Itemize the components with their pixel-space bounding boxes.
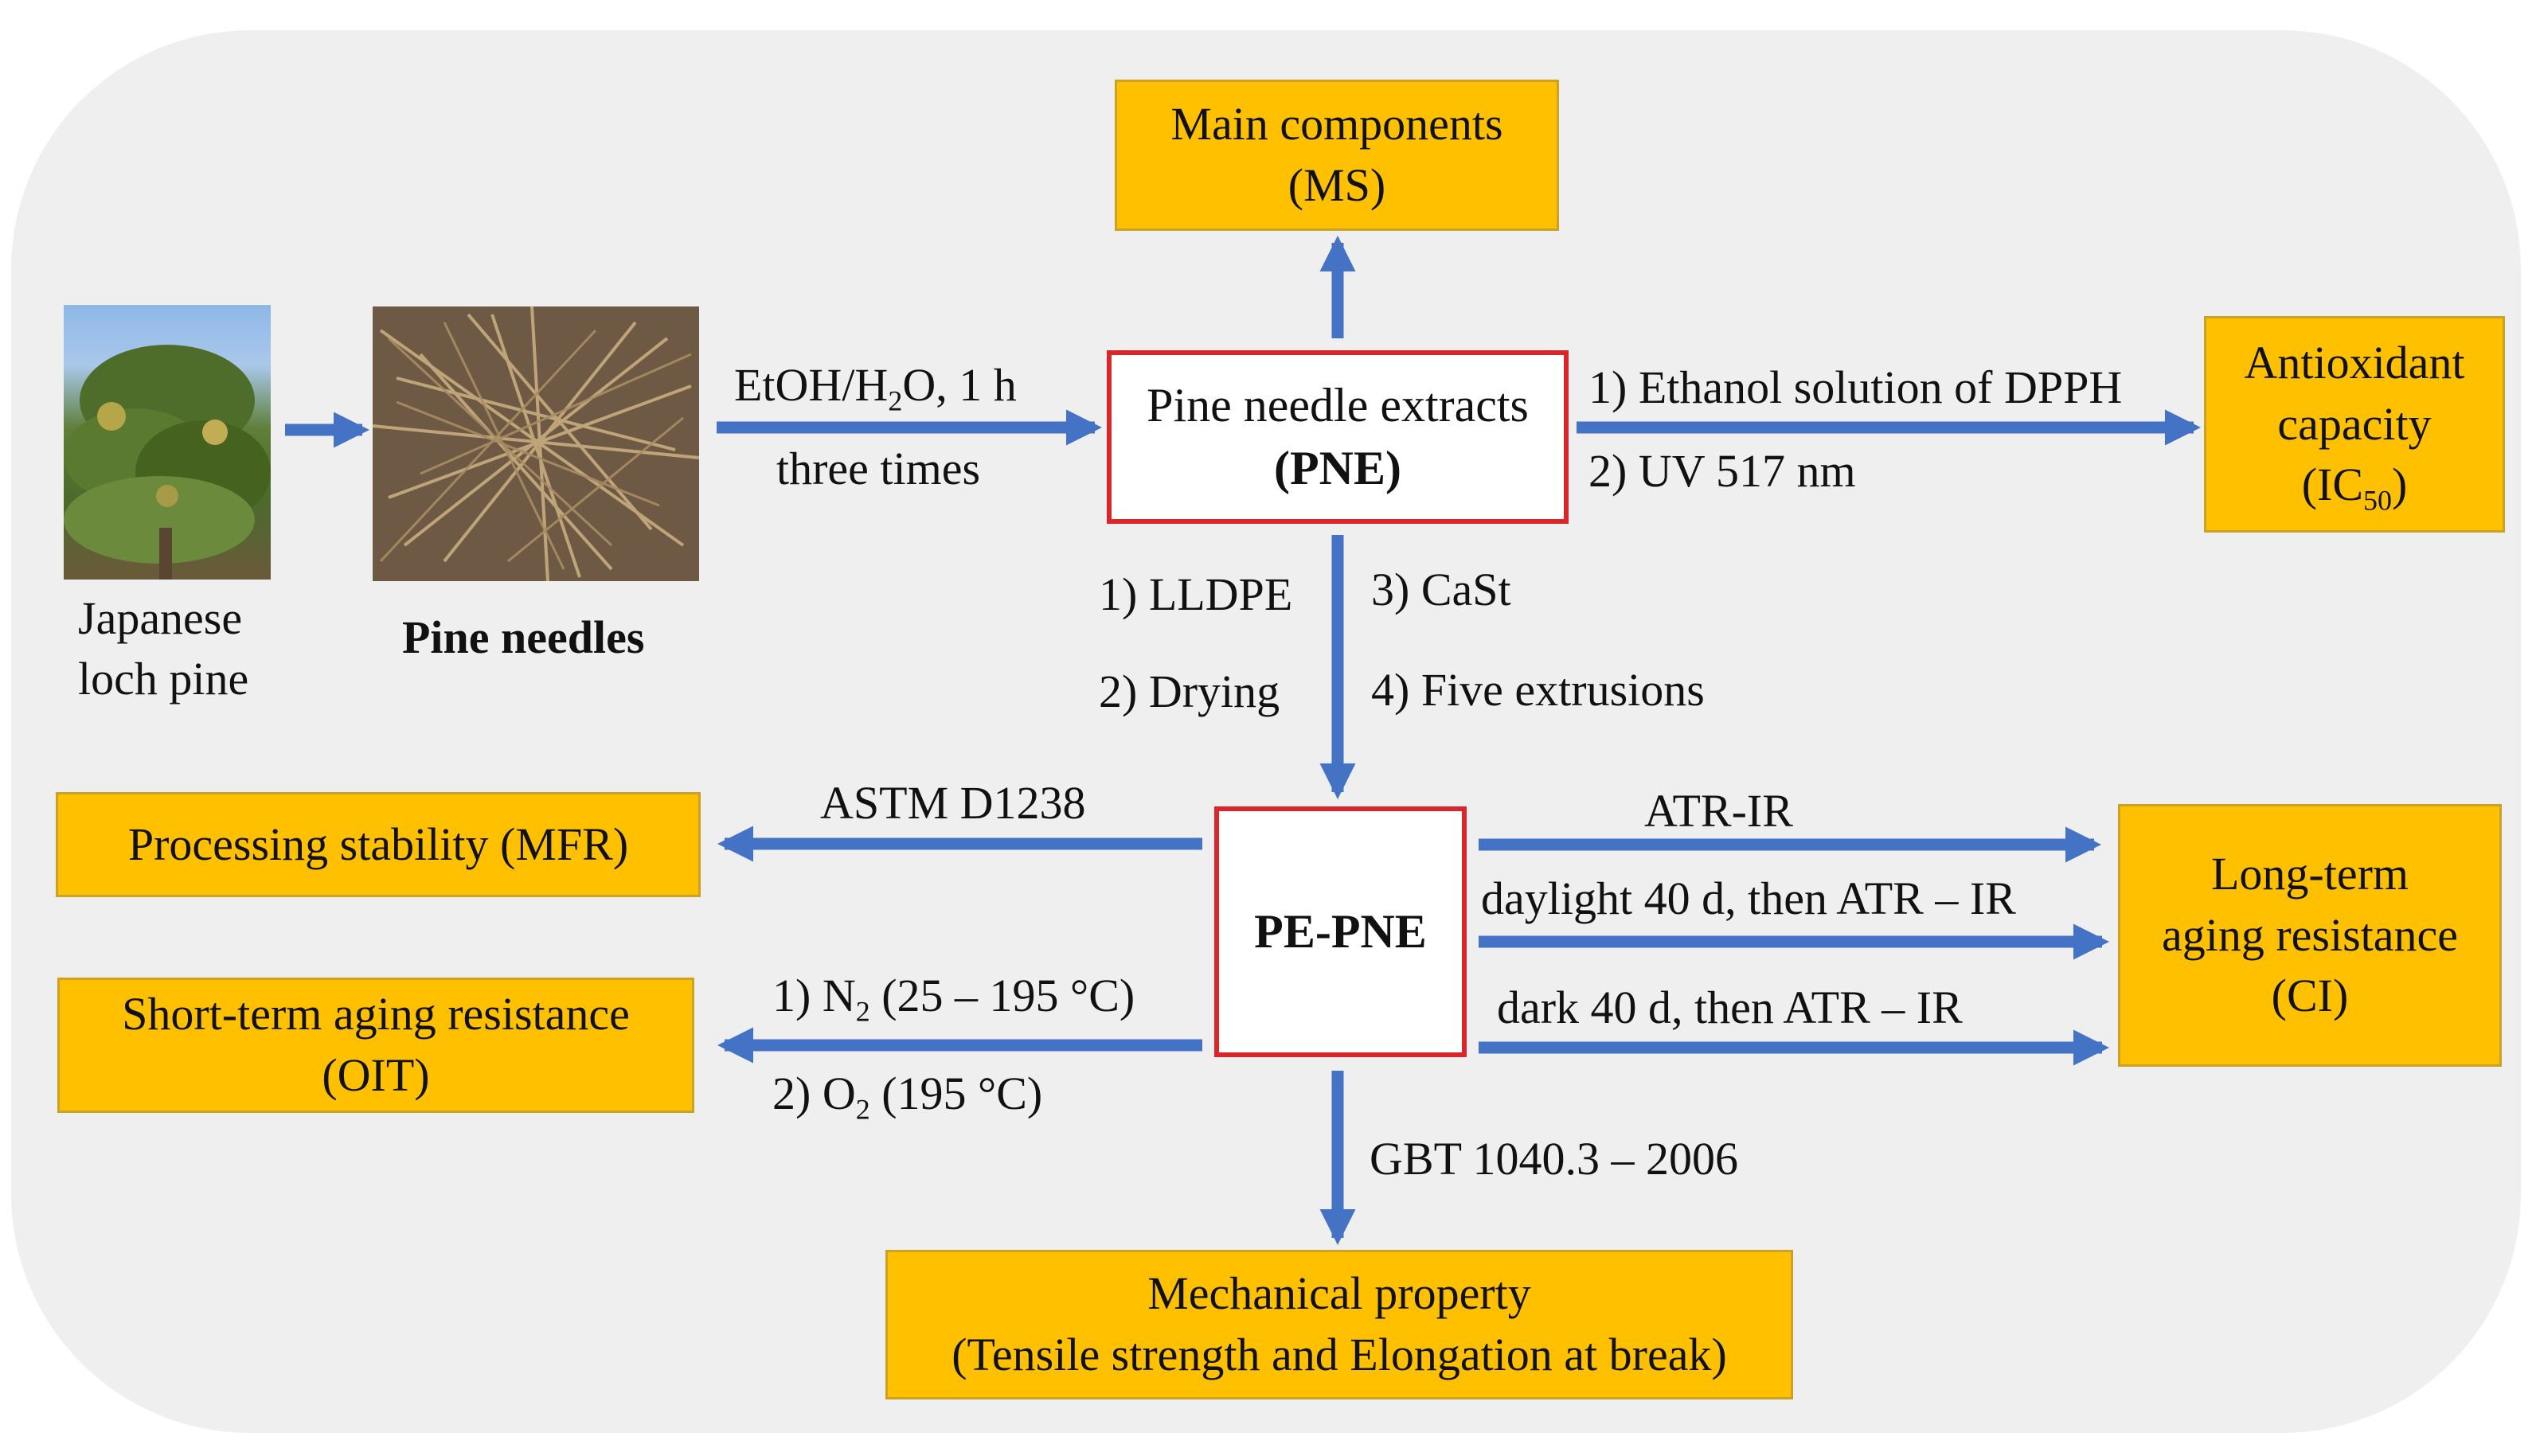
pne-title: Pine needle extracts: [1147, 378, 1529, 431]
pne-box: Pine needle extracts (PNE): [1107, 350, 1569, 524]
n2-subscript: 2: [855, 995, 870, 1028]
n2-prefix: 1) N: [772, 970, 856, 1021]
tree-label-line1: Japanese: [78, 592, 243, 644]
water-subscript: 2: [888, 384, 903, 417]
short-term-aging-box: Short-term aging resistance (OIT): [57, 978, 694, 1113]
pne-abbr: PNE: [1290, 442, 1385, 494]
extraction-solvent: EtOH/H: [734, 359, 889, 411]
extraction-condition-line1: EtOH/H2O, 1 h: [734, 359, 1017, 416]
japanese-loch-pine-photo: [64, 305, 271, 580]
oit-condition2: 2) O2 (195 °C): [772, 1068, 1043, 1124]
antioxidant-line3: (IC50): [2302, 455, 2408, 516]
short-term-aging-line2: (OIT): [322, 1049, 430, 1101]
antioxidant-step1: 1) Ethanol solution of DPPH: [1588, 361, 2123, 413]
ic-suffix: ): [2391, 459, 2408, 511]
long-term-line2: aging resistance: [2161, 908, 2458, 961]
mechanical-line1: Mechanical property: [1147, 1267, 1531, 1320]
antioxidant-box: Antioxidant capacity (IC50): [2204, 316, 2505, 533]
o2-subscript: 2: [855, 1093, 870, 1126]
pne-close: ): [1385, 442, 1401, 494]
long-term-aging-box: Long-term aging resistance (CI): [2118, 804, 2502, 1067]
mechanical-standard: GBT 1040.3 – 2006: [1370, 1133, 1738, 1185]
ic-subscript: 50: [2363, 484, 2392, 517]
processing-step4: 4) Five extrusions: [1371, 664, 1705, 716]
antioxidant-step2: 2) UV 517 nm: [1588, 445, 1856, 497]
long-term-method3: dark 40 d, then ATR – IR: [1497, 982, 1963, 1033]
long-term-method2: daylight 40 d, then ATR – IR: [1481, 872, 2016, 924]
long-term-line3: (CI): [2271, 970, 2349, 1022]
pine-needles-photo: [373, 306, 699, 581]
mfr-method: ASTM D1238: [820, 777, 1086, 829]
antioxidant-line1: Antioxidant: [2244, 337, 2465, 389]
processing-stability-label: Processing stability (MFR): [127, 818, 629, 870]
main-components-method: (MS): [1288, 159, 1386, 211]
pne-open: (: [1274, 442, 1290, 494]
o2-prefix: 2) O: [772, 1068, 856, 1119]
n2-range: (25 – 195 °C): [869, 970, 1135, 1021]
main-components-box: Main components (MS): [1115, 80, 1559, 231]
background-panel: [11, 30, 2521, 1433]
mechanical-property-box: Mechanical property (Tensile strength an…: [885, 1250, 1793, 1399]
long-term-method1: ATR-IR: [1644, 785, 1793, 837]
ic-prefix: (IC: [2301, 459, 2364, 511]
o2-temp: (195 °C): [869, 1068, 1043, 1119]
processing-step3: 3) CaSt: [1371, 564, 1511, 615]
extraction-time: O, 1 h: [902, 359, 1017, 411]
oit-condition1: 1) N2 (25 – 195 °C): [772, 970, 1135, 1026]
processing-step1: 1) LLDPE: [1099, 568, 1293, 620]
pe-pne-box: PE-PNE: [1214, 806, 1467, 1057]
long-term-line1: Long-term: [2210, 848, 2409, 900]
short-term-aging-line1: Short-term aging resistance: [122, 988, 630, 1040]
tree-label-line2: loch pine: [78, 653, 249, 705]
pne-abbr-line: (PNE): [1274, 437, 1401, 500]
extraction-condition-line2: three times: [776, 443, 981, 494]
processing-stability-box: Processing stability (MFR): [56, 792, 701, 897]
antioxidant-line2: capacity: [2277, 397, 2432, 450]
pine-needles-label: Pine needles: [402, 611, 645, 663]
mechanical-line2: (Tensile strength and Elongation at brea…: [951, 1329, 1727, 1380]
main-components-title: Main components: [1170, 98, 1503, 150]
pe-pne-label: PE-PNE: [1254, 904, 1427, 958]
processing-step2: 2) Drying: [1099, 666, 1280, 717]
